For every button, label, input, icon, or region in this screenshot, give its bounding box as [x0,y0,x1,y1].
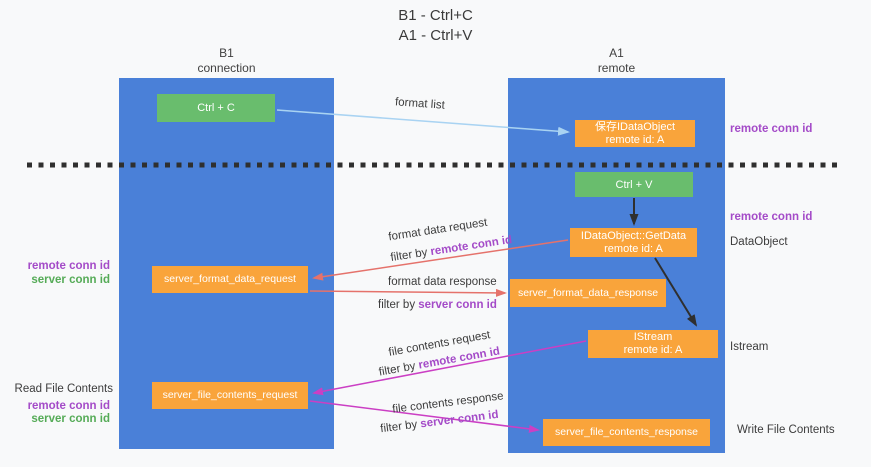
title-line-2: A1 - Ctrl+V [398,27,473,44]
istream-line1: IStream [633,331,673,343]
node-idataobject-getdata: IDataObject::GetData remote id: A [570,228,697,257]
node-ctrl-v: Ctrl + V [575,172,693,197]
ctrl-v-label: Ctrl + V [615,178,653,191]
lane-b1-name: B1 [219,46,234,60]
label-read-file-contents: Read File Contents [14,383,113,395]
filter-remote-1-value: remote conn id [429,233,513,259]
server-file-contents-request-label: server_file_contents_request [162,389,298,401]
lane-a1-name: A1 [609,46,624,60]
label-remote-conn-id-mid: remote conn id [730,211,813,223]
node-server-file-contents-response: server_file_contents_response [543,419,710,446]
label-dataobject: DataObject [730,236,788,248]
label-left-remote-conn-id-2: remote conn id [27,400,110,412]
filter-server-1-prefix: filter by [378,299,419,311]
server-file-contents-response-label: server_file_contents_response [554,426,698,438]
lane-a1-role: remote [597,61,636,75]
label-remote-conn-id-top: remote conn id [730,123,813,135]
filter-server-2-value: server conn id [419,408,500,431]
edge-label-format-data-response: format data response [388,276,497,288]
node-server-format-data-request: server_format_data_request [152,266,308,293]
getdata-line2: remote id: A [604,242,663,255]
filter-remote-2-prefix: filter by [377,359,420,379]
node-server-format-data-response: server_format_data_response [510,279,666,307]
server-format-data-response-label: server_format_data_response [517,286,659,299]
label-left-remote-conn-id-1: remote conn id [27,260,110,272]
edge-label-format-list: format list [394,96,446,112]
filter-remote-1-prefix: filter by [389,246,432,265]
node-server-file-contents-request: server_file_contents_request [152,382,308,409]
save-idataobject-line1: 保存IDataObject [594,120,676,133]
node-ctrl-c: Ctrl + C [157,94,275,122]
label-left-server-conn-id-1: server conn id [31,274,110,286]
diagram-title: B1 - Ctrl+C A1 - Ctrl+V [0,6,871,46]
title-line-1: B1 - Ctrl+C [398,7,473,24]
lane-header-b1: B1 connection [119,46,334,76]
filter-server-1-value: server conn id [418,299,497,311]
node-save-idataobject: 保存IDataObject remote id: A [575,120,695,147]
edge-label-filter-server-1: filter by server conn id [378,299,497,311]
label-left-server-conn-id-2: server conn id [31,413,110,425]
node-istream: IStream remote id: A [588,330,718,358]
ctrl-c-label: Ctrl + C [197,102,235,114]
arrow-format-data-response [309,288,507,297]
filter-server-2-prefix: filter by [379,418,422,436]
getdata-line1: IDataObject::GetData [580,229,687,242]
save-idataobject-line2: remote id: A [605,133,665,146]
label-istream: Istream [730,341,769,353]
lane-header-a1: A1 remote [508,46,725,76]
lane-b1-role: connection [197,61,256,75]
server-format-data-request-label: server_format_data_request [164,273,296,285]
istream-line2: remote id: A [623,344,683,356]
label-write-file-contents: Write File Contents [737,424,835,436]
